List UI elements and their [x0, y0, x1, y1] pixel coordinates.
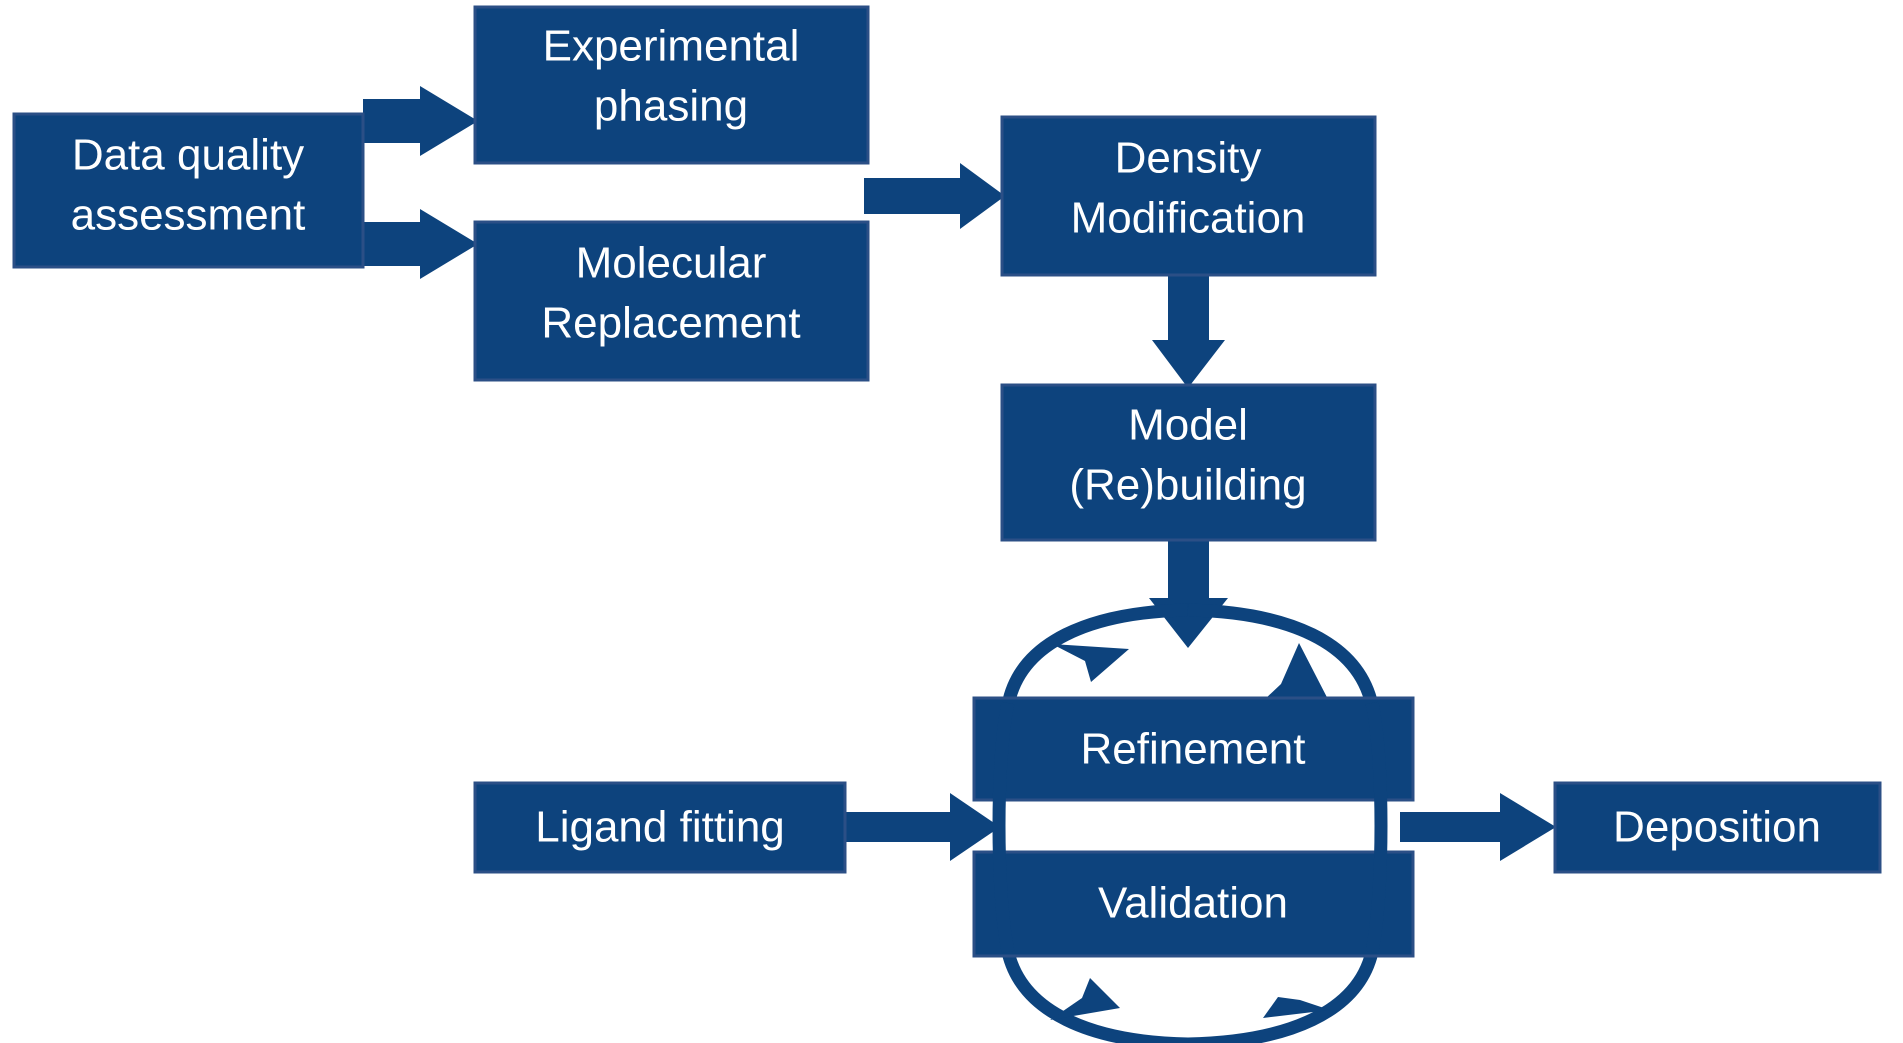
node-refinement[interactable]: Refinement: [972, 696, 1415, 802]
node-label-density-modification-line2: Modification: [1071, 194, 1306, 243]
node-data-quality-assessment[interactable]: Data quality assessment: [12, 112, 365, 269]
edge-dqa-riser-up: [363, 99, 377, 139]
node-label-validation: Validation: [1098, 879, 1288, 928]
edge-cycle-to-deposition: [1400, 793, 1556, 861]
node-molecular-replacement[interactable]: Molecular Replacement: [473, 220, 870, 382]
node-model-rebuilding[interactable]: Model (Re)building: [1000, 383, 1377, 542]
edge-dqa-riser-down: [363, 222, 377, 258]
node-label-data-quality-assessment-line2: assessment: [71, 191, 306, 240]
node-label-molecular-replacement-line2: Replacement: [541, 299, 800, 348]
node-validation[interactable]: Validation: [972, 850, 1415, 958]
node-label-experimental-phasing-line1: Experimental: [543, 22, 800, 71]
node-label-refinement: Refinement: [1080, 725, 1305, 774]
node-label-density-modification-line1: Density: [1115, 134, 1262, 183]
node-label-data-quality-assessment-line1: Data quality: [72, 131, 304, 180]
node-ligand-fitting[interactable]: Ligand fitting: [473, 781, 847, 874]
edge-dqa-to-experimental-phasing: [363, 86, 478, 156]
edge-dqa-to-molecular-replacement: [363, 209, 478, 279]
node-experimental-phasing[interactable]: Experimental phasing: [473, 5, 870, 165]
cycle-top-arc: [1001, 603, 1379, 709]
edge-model-rebuilding-to-cycle: [1149, 540, 1228, 648]
cycle-bottom-arc: [1001, 950, 1379, 1043]
node-label-model-rebuilding-line1: Model: [1128, 401, 1248, 450]
node-label-deposition: Deposition: [1613, 803, 1821, 852]
node-density-modification[interactable]: Density Modification: [1000, 115, 1377, 277]
edge-density-modification-to-model-rebuilding: [1152, 275, 1225, 388]
edge-ligand-fitting-to-cycle: [845, 793, 1000, 861]
edge-phasing-to-density-modification: [864, 163, 1005, 229]
node-label-experimental-phasing-line2: phasing: [594, 82, 748, 131]
node-deposition[interactable]: Deposition: [1553, 781, 1882, 874]
cycle-side-arcs: [992, 701, 1388, 954]
node-label-model-rebuilding-line2: (Re)building: [1069, 461, 1306, 510]
node-label-ligand-fitting: Ligand fitting: [535, 803, 785, 852]
node-label-molecular-replacement-line1: Molecular: [576, 239, 767, 288]
